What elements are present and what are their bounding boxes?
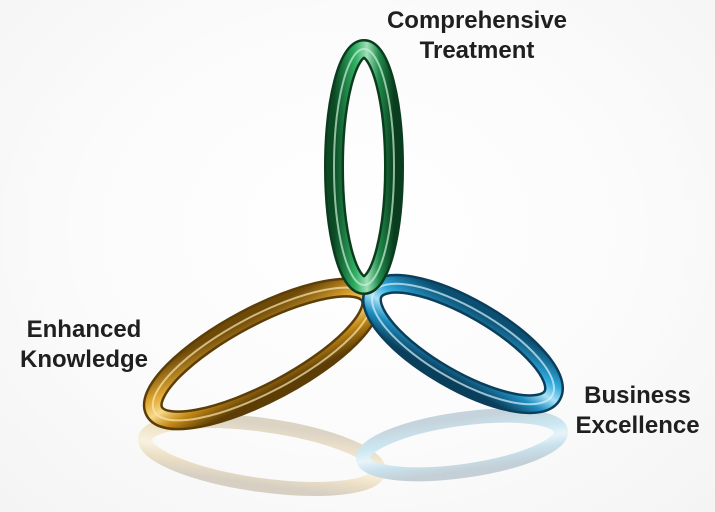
label-comprehensive-treatment: Comprehensive Treatment (372, 6, 582, 66)
label-left-line1: Enhanced (26, 316, 142, 343)
label-left-line2: Knowledge (19, 346, 148, 373)
label-right-line1: Business (584, 382, 691, 409)
blue-ring-reflection (355, 408, 569, 482)
label-business-excellence: Business Excellence (560, 381, 715, 441)
label-top-line2: Treatment (419, 37, 535, 64)
ring-reflections (138, 408, 569, 496)
label-right-line2: Excellence (575, 412, 700, 439)
gold-ring (142, 277, 382, 431)
blue-ring (362, 273, 564, 415)
label-enhanced-knowledge: Enhanced Knowledge (4, 315, 164, 375)
green-ring (324, 39, 404, 295)
label-top-line1: Comprehensive (386, 7, 568, 34)
